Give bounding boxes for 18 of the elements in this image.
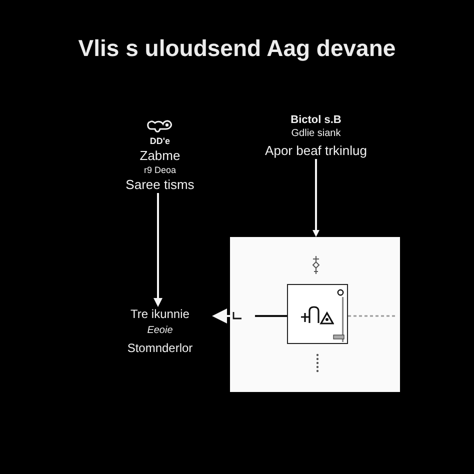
annotation-text: Saree tisms xyxy=(126,177,194,193)
panel xyxy=(230,237,400,392)
dashed-line xyxy=(348,315,397,317)
annotation-text: Bictol s.B xyxy=(290,113,342,127)
arrow xyxy=(154,193,162,307)
annotation-text: Tre ikunnie xyxy=(130,307,190,322)
arrow xyxy=(212,308,230,324)
annotation-text: Zabme xyxy=(140,148,180,163)
arrow xyxy=(312,159,320,237)
annotation-text: Stomnderlor xyxy=(127,340,193,356)
annotation-text: Apor beaf trkinlug xyxy=(265,143,367,159)
annotation-text: Gdlie siank xyxy=(291,127,341,141)
diagram-title: Vlis s uloudsend Aag devane xyxy=(78,34,396,62)
annotation-text: r9 Deoa xyxy=(144,165,176,176)
annotation-text: DD'e xyxy=(150,136,170,147)
connector-line xyxy=(255,315,287,317)
component-box xyxy=(287,284,348,344)
annotation-text: Eeoie xyxy=(147,324,173,338)
